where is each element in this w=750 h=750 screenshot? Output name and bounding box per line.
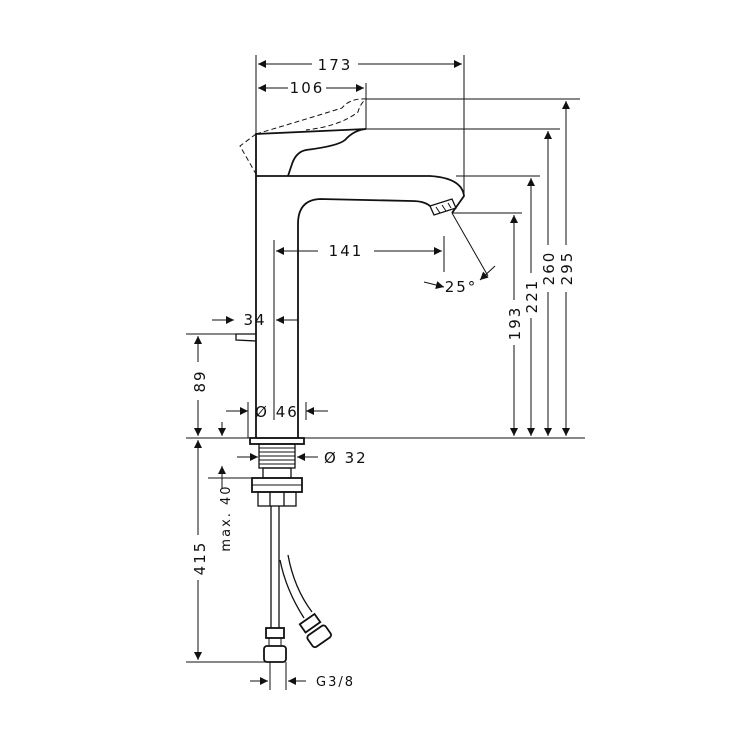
dimension-aerator-height: 193 xyxy=(506,215,524,436)
dimension-total-height: 295 xyxy=(558,101,576,436)
label-spout-reach: 141 xyxy=(329,242,364,260)
dimension-base-offset: 34 xyxy=(212,311,298,329)
dimension-spout-height: 221 xyxy=(523,178,541,436)
dimension-connection-thread: G3/8 xyxy=(250,675,355,690)
label-spout-height: 221 xyxy=(523,279,541,314)
label-aerator-height: 193 xyxy=(506,306,524,341)
dimension-body-diameter: Ø 46 xyxy=(226,402,328,421)
dimension-spout-reach: 141 xyxy=(276,242,442,260)
dimension-lever-height: 260 xyxy=(540,131,558,436)
extension-lines xyxy=(186,55,585,690)
dimension-tailpiece-length: 415 xyxy=(191,440,209,660)
dimension-total-width: 173 xyxy=(258,56,462,74)
label-lever-reach: 106 xyxy=(290,79,325,97)
dimension-spout-angle: 25° xyxy=(423,265,496,296)
label-total-width: 173 xyxy=(318,56,353,74)
dimension-max-countertop: max. 40 xyxy=(218,422,234,552)
label-tailpiece-diameter: Ø 32 xyxy=(324,449,368,467)
label-lever-bottom-height: 89 xyxy=(191,369,209,392)
dimension-tailpiece-diameter: Ø 32 xyxy=(237,449,368,467)
label-lever-height: 260 xyxy=(540,251,558,286)
label-tailpiece-length: 415 xyxy=(191,541,209,576)
mounting-hardware xyxy=(249,437,332,663)
label-spout-angle: 25° xyxy=(445,278,478,296)
faucet-outline xyxy=(235,98,465,439)
label-max-countertop: max. 40 xyxy=(219,484,234,551)
dimension-lever-bottom-height: 89 xyxy=(191,336,209,436)
label-body-diameter: Ø 46 xyxy=(255,403,299,421)
label-connection-thread: G3/8 xyxy=(316,675,355,690)
label-total-height: 295 xyxy=(558,251,576,286)
dimension-lever-reach: 106 xyxy=(258,79,364,97)
label-base-offset: 34 xyxy=(243,311,266,329)
